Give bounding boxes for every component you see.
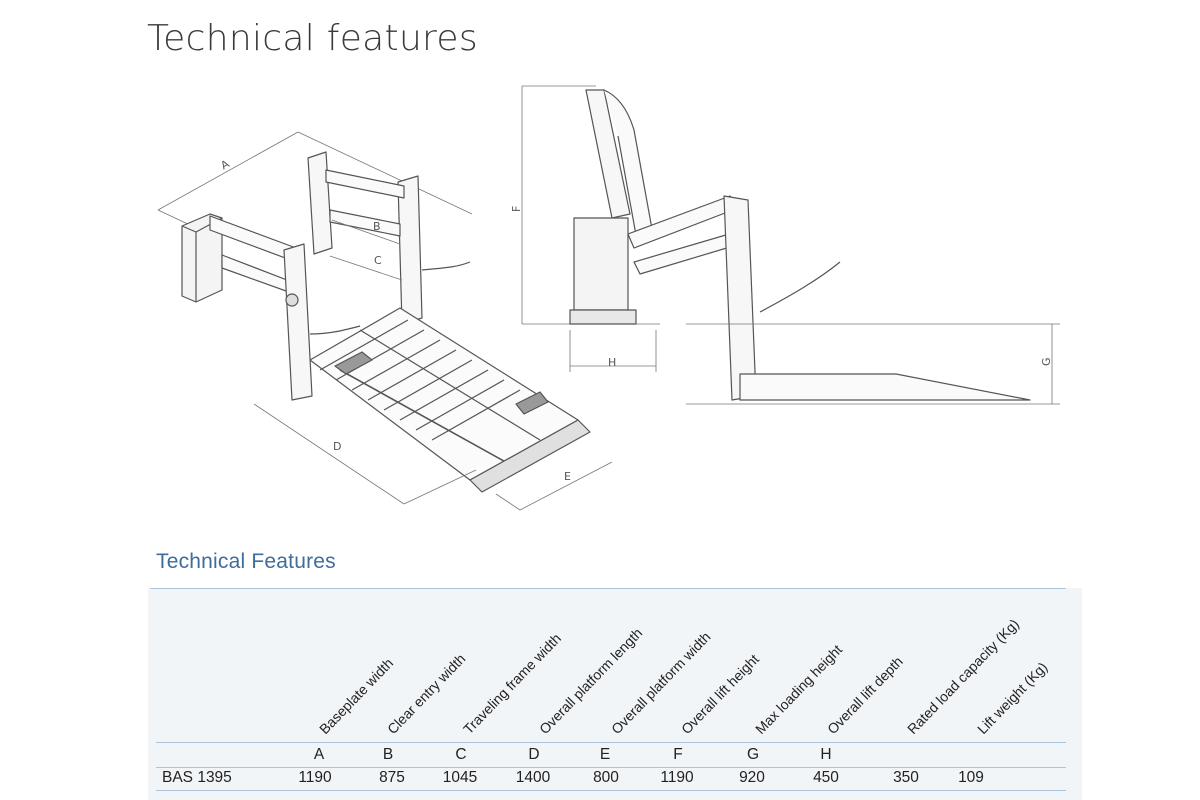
table-cell: 1400 bbox=[515, 769, 551, 786]
table-cell: 920 bbox=[739, 769, 765, 786]
dimension-label-g: G bbox=[1040, 357, 1053, 366]
column-letter: F bbox=[673, 746, 683, 763]
table-cell: 350 bbox=[893, 769, 919, 786]
dimension-label-f: F bbox=[510, 206, 523, 212]
page-title: Technical features bbox=[147, 18, 478, 59]
spec-table-background bbox=[148, 588, 1082, 800]
table-cell: 1190 bbox=[298, 769, 332, 786]
table-title: Technical Features bbox=[156, 550, 336, 573]
table-cell: 875 bbox=[379, 769, 405, 786]
dimension-label-d: D bbox=[333, 440, 341, 453]
table-top-rule bbox=[150, 588, 1066, 589]
column-letter: C bbox=[455, 746, 467, 763]
lift-technical-drawing: A B C D E F G H bbox=[157, 85, 1060, 511]
dimension-label-h: H bbox=[608, 356, 616, 369]
table-cell: 109 bbox=[958, 769, 984, 786]
table-cell: 800 bbox=[593, 769, 619, 786]
table-row: BAS 1395 1190 875 1045 1400 800 1190 920… bbox=[156, 766, 1066, 791]
column-letter: B bbox=[382, 746, 394, 763]
column-letter: E bbox=[599, 746, 611, 763]
dimension-label-e: E bbox=[564, 470, 571, 483]
column-letter: H bbox=[820, 746, 832, 763]
column-letter: D bbox=[528, 746, 540, 763]
table-cell: 450 bbox=[813, 769, 839, 786]
dimension-label-b: B bbox=[373, 220, 381, 233]
table-cell: 1045 bbox=[442, 769, 478, 786]
column-letter: A bbox=[313, 746, 325, 763]
table-cell: 1190 bbox=[660, 769, 694, 786]
dimension-label-c: C bbox=[374, 254, 382, 267]
column-letter: G bbox=[746, 746, 760, 763]
model-name: BAS 1395 bbox=[162, 769, 232, 786]
spec-table-letters-row: A B C D E F G H bbox=[156, 742, 1066, 768]
